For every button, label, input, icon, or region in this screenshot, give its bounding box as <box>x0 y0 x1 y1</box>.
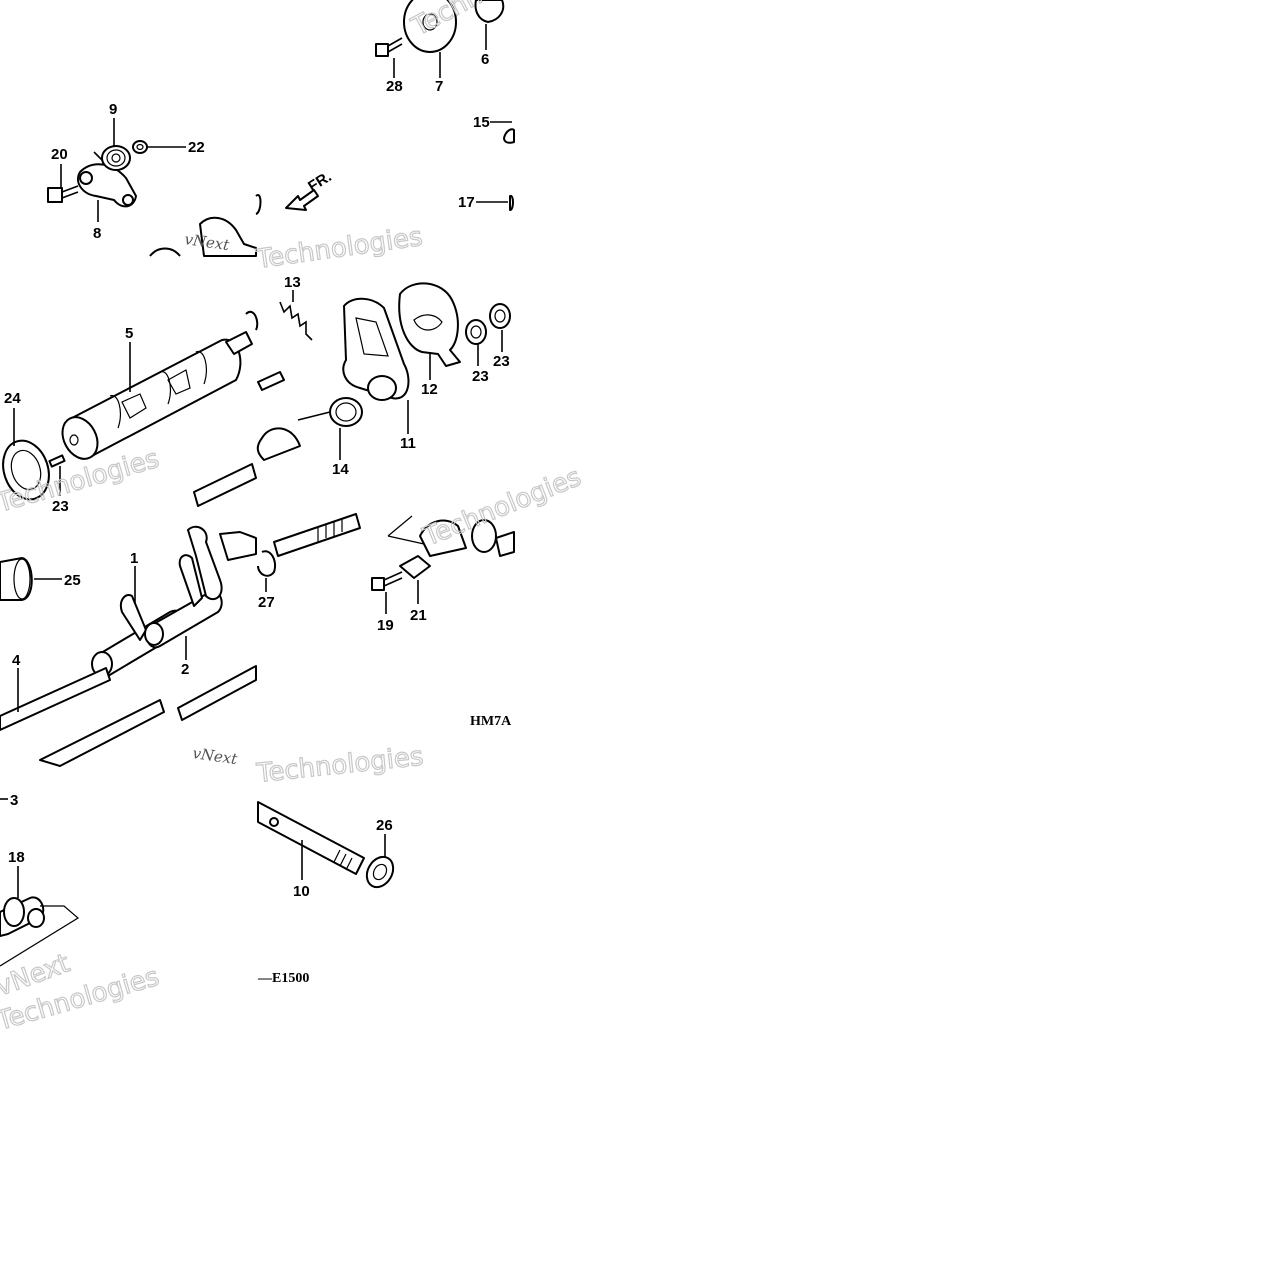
shaft-fragment <box>193 463 257 507</box>
label-13: 13 <box>284 274 301 291</box>
part-5-shift-drum <box>61 331 253 460</box>
part-2-shift-fork <box>144 554 223 649</box>
label-5: 5 <box>125 325 133 342</box>
part-10-spindle <box>257 801 365 875</box>
part-23-pin <box>48 454 66 468</box>
part-7-plate <box>403 0 457 53</box>
part-22-washer <box>132 140 148 154</box>
part-23-washer-a <box>465 319 487 345</box>
part-26-bearing <box>365 855 395 889</box>
part-12-plate <box>398 282 461 367</box>
label-23-washer-b: 23 <box>493 353 510 370</box>
part-3-shift-fork <box>187 525 257 601</box>
drum-edge <box>149 247 181 257</box>
shift-arm-fragment <box>419 519 467 557</box>
label-23-washer-a: 23 <box>472 368 489 385</box>
watermark-mid-tech: Technologies <box>254 222 425 275</box>
part-13-spring <box>279 301 313 341</box>
spline-shaft <box>273 513 361 557</box>
label-22: 22 <box>188 139 205 156</box>
label-7: 7 <box>435 78 443 95</box>
label-21: 21 <box>410 607 427 624</box>
spline-teeth <box>317 518 343 542</box>
tile-spring-plate: 9 20 8 22 <box>47 101 257 257</box>
part-8-stopper-arm <box>77 163 137 208</box>
fr-direction-arrow-icon: FR. <box>285 168 335 211</box>
part-25-bearing <box>0 557 33 601</box>
label-23-pin: 23 <box>52 498 69 515</box>
label-4: 4 <box>12 652 21 669</box>
cover-edge <box>255 193 262 215</box>
collar-fragment <box>471 519 497 553</box>
cover-fragment <box>199 216 257 257</box>
part-21-stopper <box>399 555 431 579</box>
tile-shift-forks: 25 1 2 4 <box>0 525 257 767</box>
label-9: 9 <box>109 101 117 118</box>
label-10: 10 <box>293 883 310 900</box>
part-4-fork-shaft <box>0 667 111 731</box>
guide-lines <box>387 515 425 545</box>
label-17: 17 <box>458 194 475 211</box>
bolt-fragment <box>257 371 285 391</box>
label-20: 20 <box>51 146 68 163</box>
label-2: 2 <box>181 661 189 678</box>
tile-spindle-bearing: 10 26 —E1500 <box>257 801 395 986</box>
tile-shift-arm: 13 14 11 12 23 23 <box>256 274 511 478</box>
watermarks: Technologies vNext Technologies Technolo… <box>0 0 586 1038</box>
label-12: 12 <box>421 381 438 398</box>
model-code: HM7A <box>470 714 512 729</box>
lower-shaft <box>39 699 165 767</box>
part-23-washer-b <box>489 303 511 329</box>
watermark-low-tech: Technologies <box>255 742 425 789</box>
tile-cover-plate: 28 7 6 15 17 FR. <box>255 0 515 215</box>
part-14-spring <box>297 397 363 427</box>
watermark-low-name: vNext <box>191 744 239 768</box>
part-27-circlip <box>257 550 276 577</box>
label-28: 28 <box>386 78 403 95</box>
label-25: 25 <box>64 572 81 589</box>
shaft-end-fragment <box>495 531 515 557</box>
tile-spindle: 27 19 21 HM7A <box>257 513 515 729</box>
part-28-bolt <box>375 37 403 57</box>
drum-end <box>245 311 259 331</box>
tile-fork-shaft-end: 3 18 <box>0 792 80 967</box>
label-11: 11 <box>400 435 416 452</box>
label-27: 27 <box>258 594 275 611</box>
label-6: 6 <box>481 51 489 68</box>
part-6-cam <box>474 0 505 23</box>
label-8: 8 <box>93 225 101 242</box>
shaft-collar <box>256 427 301 461</box>
label-26: 26 <box>376 817 393 834</box>
part-20-bolt <box>47 185 79 203</box>
svg-text:FR.: FR. <box>305 168 335 195</box>
frame-code: —E1500 <box>257 971 309 986</box>
label-18: 18 <box>8 849 25 866</box>
part-11-shift-arm <box>342 297 410 401</box>
label-19: 19 <box>377 617 394 634</box>
label-15: 15 <box>473 114 490 131</box>
label-14: 14 <box>332 461 349 478</box>
label-1: 1 <box>130 550 138 567</box>
label-3: 3 <box>10 792 18 809</box>
tile-shift-drum: 5 24 23 <box>2 311 259 515</box>
label-24: 24 <box>4 390 21 407</box>
part-18-joint <box>0 896 45 937</box>
shaft-segment <box>177 665 257 721</box>
part-19-bolt <box>371 571 403 591</box>
joint-guide <box>0 905 80 967</box>
part-24-bearing <box>2 439 50 501</box>
part-9-spring <box>93 145 131 171</box>
